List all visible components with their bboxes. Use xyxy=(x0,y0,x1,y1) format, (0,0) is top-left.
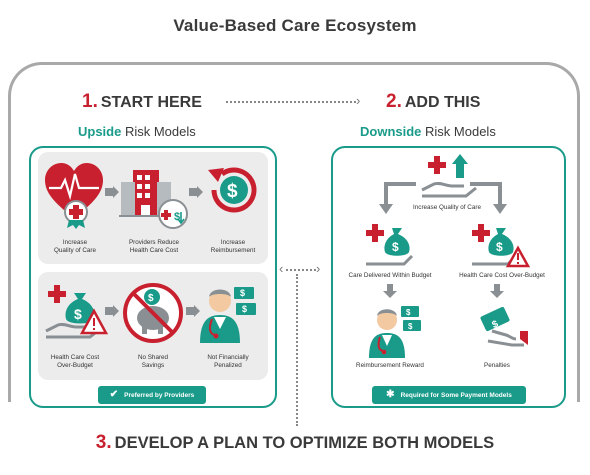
svg-text:$: $ xyxy=(148,293,154,304)
dotted-connector-vertical xyxy=(296,274,298,426)
arrow-down-icon xyxy=(383,284,397,298)
upside-label-reimbursement: Increase Reimbursement xyxy=(198,239,268,255)
preferred-badge-text: Preferred by Providers xyxy=(124,392,195,399)
upside-heading-bold: Upside xyxy=(78,124,122,139)
arrow-right-icon xyxy=(189,186,203,198)
arrow-right-icon: › xyxy=(356,93,361,108)
svg-text:$: $ xyxy=(406,308,411,317)
svg-text:$: $ xyxy=(490,319,500,332)
preferred-badge: ✔ Preferred by Providers xyxy=(98,386,206,404)
svg-text:$: $ xyxy=(240,288,245,298)
no-piggy-bank-icon: $ xyxy=(123,283,183,343)
upside-label-not-penalized-text: Not Financially Penalized xyxy=(207,354,249,369)
upside-label-over-budget-text: Health Care Cost Over-Budget xyxy=(50,354,100,369)
arrow-left-icon: ‹ xyxy=(279,261,284,276)
step-1-text: START HERE xyxy=(100,94,202,111)
arrow-down-icon xyxy=(490,284,504,298)
upside-label-quality-text: Increase Quality of Care xyxy=(54,239,96,254)
step-3-number: 3. xyxy=(95,432,112,453)
downside-heading-rest: Risk Models xyxy=(421,124,496,139)
step-2-text: ADD THIS xyxy=(404,94,481,111)
downside-heading: Downside Risk Models xyxy=(360,124,496,139)
upside-label-no-savings-text: No Shared Savings xyxy=(137,354,169,369)
downside-label-reward: Reimbursement Reward xyxy=(356,362,424,369)
downside-top-label: Increase Quality of Care xyxy=(413,204,481,211)
upside-label-over-budget: Health Care Cost Over-Budget xyxy=(40,354,110,370)
doctor-money-icon: $ $ xyxy=(200,287,256,343)
upside-label-reduce-cost: Providers Reduce Health Care Cost xyxy=(114,239,194,255)
svg-text:$: $ xyxy=(242,304,247,314)
hand-paying-icon: $ xyxy=(480,306,528,347)
hand-plus-arrow-icon xyxy=(421,154,477,198)
downside-heading-bold: Downside xyxy=(360,124,422,139)
moneybag-warning-icon: $ xyxy=(45,285,109,339)
svg-text:$: $ xyxy=(408,322,413,331)
hospital-cost-icon: $ xyxy=(119,170,188,229)
svg-text:$: $ xyxy=(174,211,180,223)
page-title: Value-Based Care Ecosystem xyxy=(173,16,417,35)
step-2-number: 2. xyxy=(386,91,402,112)
step-3-heading: 3.DEVELOP A PLAN TO OPTIMIZE BOTH MODELS xyxy=(0,432,590,454)
asterisk-icon: ✱ xyxy=(386,389,395,400)
upside-label-quality: Increase Quality of Care xyxy=(40,239,110,255)
required-badge-text: Required for Some Payment Models xyxy=(400,392,512,399)
dollar-cycle-icon: $ xyxy=(208,167,257,213)
heart-plus-icon xyxy=(45,163,103,229)
dotted-connector-middle xyxy=(286,269,316,271)
check-icon: ✔ xyxy=(109,389,119,400)
upside-heading-rest: Risk Models xyxy=(121,124,196,139)
upside-label-not-penalized: Not Financially Penalized xyxy=(192,354,264,370)
downside-panel xyxy=(331,146,566,408)
upside-label-reimbursement-text: Increase Reimbursement xyxy=(210,239,256,254)
arrow-right-icon: › xyxy=(316,261,321,276)
downside-label-within-budget: Care Delivered Within Budget xyxy=(348,272,432,279)
hand-moneybag-plus-icon: $ xyxy=(366,224,414,266)
upside-label-no-savings: No Shared Savings xyxy=(118,354,188,370)
arrow-right-icon xyxy=(186,305,200,317)
doctor-money-icon: $ $ xyxy=(369,306,421,358)
moneybag-warning-icon: $ xyxy=(472,224,531,268)
branch-arrows-icon xyxy=(379,182,507,214)
svg-text:$: $ xyxy=(74,306,82,322)
downside-label-over-budget: Health Care Cost Over-Budget xyxy=(459,272,545,279)
dotted-connector-top xyxy=(226,101,356,103)
step-2-heading: 2.ADD THIS xyxy=(386,91,480,113)
step-1-number: 1. xyxy=(82,91,98,112)
required-badge: ✱ Required for Some Payment Models xyxy=(372,386,526,404)
arrow-right-icon xyxy=(105,305,119,317)
step-1-heading: 1.START HERE xyxy=(82,91,202,113)
upside-label-reduce-cost-text: Providers Reduce Health Care Cost xyxy=(128,239,180,254)
upside-heading: Upside Risk Models xyxy=(78,124,196,139)
svg-text:$: $ xyxy=(392,240,399,254)
svg-text:$: $ xyxy=(227,181,238,202)
step-3-text: DEVELOP A PLAN TO OPTIMIZE BOTH MODELS xyxy=(114,434,495,452)
arrow-right-icon xyxy=(105,186,119,198)
svg-text:$: $ xyxy=(496,240,503,254)
downside-label-penalties: Penalties xyxy=(484,362,510,369)
